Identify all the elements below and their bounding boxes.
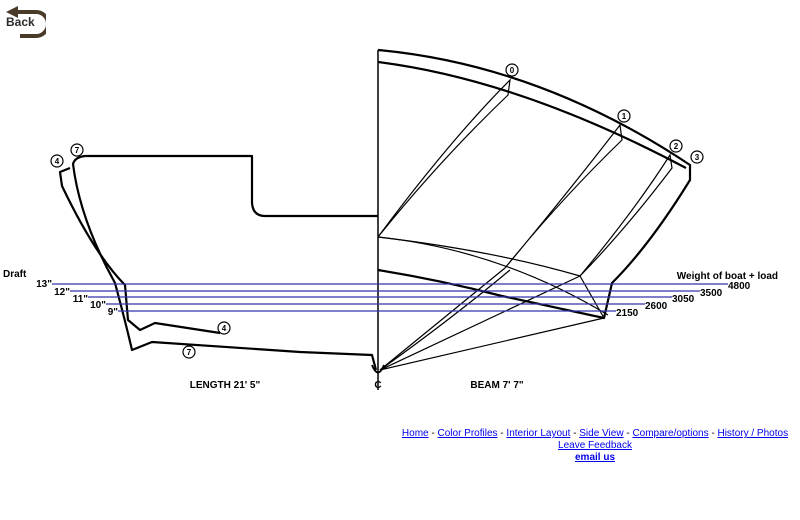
centerline-label: C <box>374 380 381 391</box>
link-home[interactable]: Home <box>401 428 429 439</box>
link-leave-feedback[interactable]: Leave Feedback <box>558 440 632 451</box>
link-interior-layout[interactable]: Interior Layout <box>506 428 571 439</box>
draft-12: 12" <box>54 287 70 298</box>
draft-11: 11" <box>73 294 89 305</box>
beam-label: BEAM 7' 7" <box>470 380 524 391</box>
weight-2150: 2150 <box>616 308 639 319</box>
draft-13: 13" <box>36 279 52 290</box>
weight-3050: 3050 <box>672 294 695 305</box>
weight-3500: 3500 <box>700 288 723 299</box>
waterlines <box>52 283 728 312</box>
link-email-us[interactable]: email us <box>574 452 616 463</box>
section-marker-0: 0 <box>505 63 519 77</box>
back-button[interactable]: Back <box>2 6 46 42</box>
svg-text:7: 7 <box>75 146 80 155</box>
link-side-view[interactable]: Side View <box>579 428 624 439</box>
footer-links-row: Home - Color Profiles - Interior Layout … <box>401 428 789 439</box>
length-label: LENGTH 21' 5" <box>190 380 261 391</box>
station-lines <box>377 78 673 371</box>
section-marker-3: 3 <box>690 150 704 164</box>
weight-4800: 4800 <box>728 281 751 292</box>
profile-marker-7-bottom: 7 <box>182 345 196 359</box>
weight-title: Weight of boat + load <box>677 271 778 282</box>
link-color-profiles[interactable]: Color Profiles <box>437 428 498 439</box>
profile-marker-4-bottom: 4 <box>217 321 231 335</box>
svg-text:3: 3 <box>695 153 700 162</box>
hull-outline <box>58 48 692 371</box>
weight-2600: 2600 <box>645 301 668 312</box>
draft-10: 10" <box>90 300 106 311</box>
footer-nav: Home - Color Profiles - Interior Layout … <box>395 428 795 464</box>
svg-text:1: 1 <box>622 112 627 121</box>
link-compare-options[interactable]: Compare/options <box>632 428 709 439</box>
link-history-photos[interactable]: History / Photos <box>717 428 789 439</box>
profile-marker-4-top: 4 <box>50 154 64 168</box>
draft-title: Draft <box>3 269 27 280</box>
section-marker-1: 1 <box>617 109 631 123</box>
svg-text:7: 7 <box>187 348 192 357</box>
hull-lines-diagram: Draft Weight of boat + load 13" 12" 11" … <box>3 48 778 391</box>
svg-text:0: 0 <box>510 66 515 75</box>
svg-text:4: 4 <box>55 157 60 166</box>
section-marker-2: 2 <box>669 139 683 153</box>
svg-text:4: 4 <box>222 324 227 333</box>
back-arrow-icon <box>6 6 46 38</box>
profile-marker-7-top: 7 <box>70 143 84 157</box>
svg-text:2: 2 <box>674 142 679 151</box>
draft-9: 9" <box>108 307 119 318</box>
back-label: Back <box>6 15 35 29</box>
